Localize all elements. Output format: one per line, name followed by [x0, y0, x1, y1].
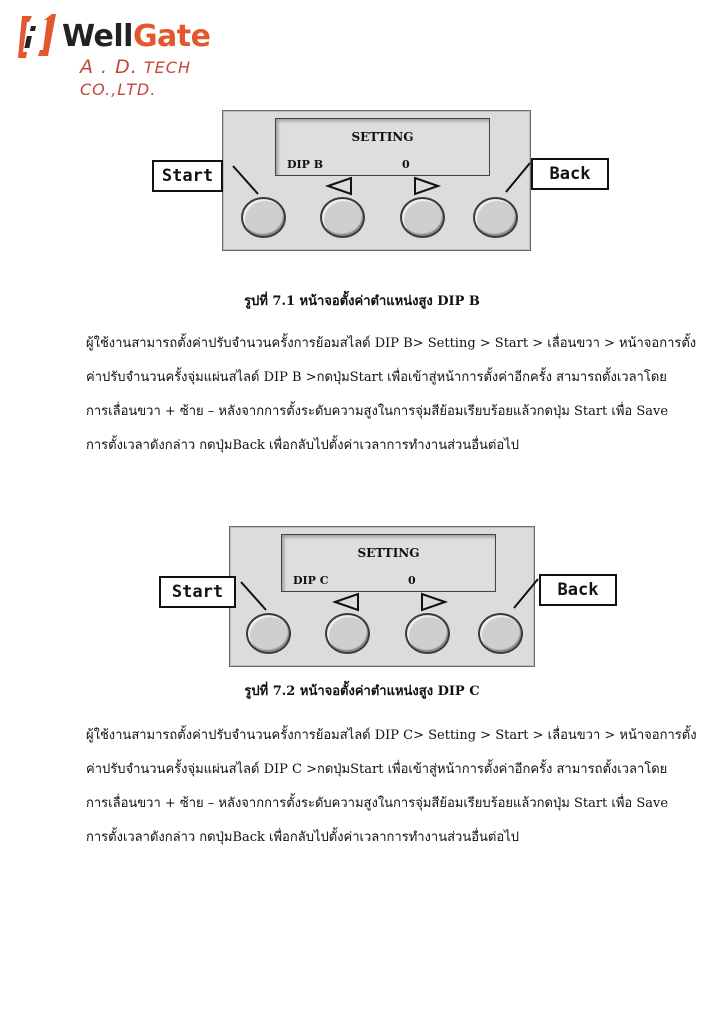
back-label: Back [539, 574, 617, 606]
arrow-right-icon [414, 176, 442, 196]
arrow-left-icon [331, 592, 359, 612]
paragraph-line: การตั้งเวลาดังกล่าว กดปุ่มBack เพื่อกลับ… [86, 438, 519, 453]
company-subtitle: A . D. TECH CO.,LTD. [80, 56, 191, 99]
paragraph-dip-c: ผู้ใช้งานสามารถตั้งค่าปรับจำนวนครั้งการย… [86, 719, 697, 855]
paragraph-dip-b: ผู้ใช้งานสามารถตั้งค่าปรับจำนวนครั้งการย… [86, 327, 696, 463]
screen-item-label: DIP B [287, 158, 324, 171]
company-logo: WellGate A . D. TECH CO.,LTD. [18, 12, 258, 99]
left-button[interactable] [325, 613, 370, 654]
paragraph-line: การตั้งเวลาดังกล่าว กดปุ่มBack เพื่อกลับ… [86, 830, 519, 845]
screen-item-value: 0 [402, 158, 410, 171]
paragraph-line: การเลื่อนขวา + ซ้าย – หลังจากการตั้งระดั… [86, 404, 669, 419]
controller-panel: SETTING DIP B 0 [222, 110, 531, 251]
bracket-logo-icon [18, 14, 56, 58]
screen-item-value: 0 [408, 574, 416, 587]
right-button[interactable] [400, 197, 445, 238]
paragraph-line: ผู้ใช้งานสามารถตั้งค่าปรับจำนวนครั้งการย… [86, 728, 697, 743]
back-button[interactable] [473, 197, 518, 238]
paragraph-line: การเลื่อนขวา + ซ้าย – หลังจากการตั้งระดั… [86, 796, 669, 811]
figure-caption: รูปที่ 7.2 หน้าจอตั้งค่าตำแหน่งสูง DIP C [244, 684, 480, 699]
company-name: WellGate [62, 19, 211, 54]
controller-panel: SETTING DIP C 0 [229, 526, 535, 667]
paragraph-line: ค่าปรับจำนวนครั้งจุ่มแผ่นสไลด์ DIP B >กด… [86, 370, 667, 385]
screen-title: SETTING [357, 546, 420, 560]
arrow-right-icon [421, 592, 449, 612]
start-connector-line [232, 165, 259, 195]
screen-title: SETTING [351, 130, 414, 144]
start-button[interactable] [241, 197, 286, 238]
figure-caption: รูปที่ 7.1 หน้าจอตั้งค่าตำแหน่งสูง DIP B [244, 294, 480, 309]
start-button[interactable] [246, 613, 291, 654]
start-label: Start [152, 160, 223, 192]
start-connector-line [240, 581, 267, 611]
paragraph-line: ผู้ใช้งานสามารถตั้งค่าปรับจำนวนครั้งการย… [86, 336, 697, 351]
back-button[interactable] [478, 613, 523, 654]
right-button[interactable] [405, 613, 450, 654]
left-button[interactable] [320, 197, 365, 238]
back-connector-line [505, 162, 531, 193]
paragraph-line: ค่าปรับจำนวนครั้งจุ่มแผ่นสไลด์ DIP C >กด… [86, 762, 668, 777]
arrow-left-icon [324, 176, 352, 196]
back-connector-line [513, 578, 539, 609]
screen-item-label: DIP C [293, 574, 329, 587]
lcd-screen: SETTING DIP C 0 [281, 534, 496, 592]
start-label: Start [159, 576, 236, 608]
lcd-screen: SETTING DIP B 0 [275, 118, 490, 176]
back-label: Back [531, 158, 609, 190]
